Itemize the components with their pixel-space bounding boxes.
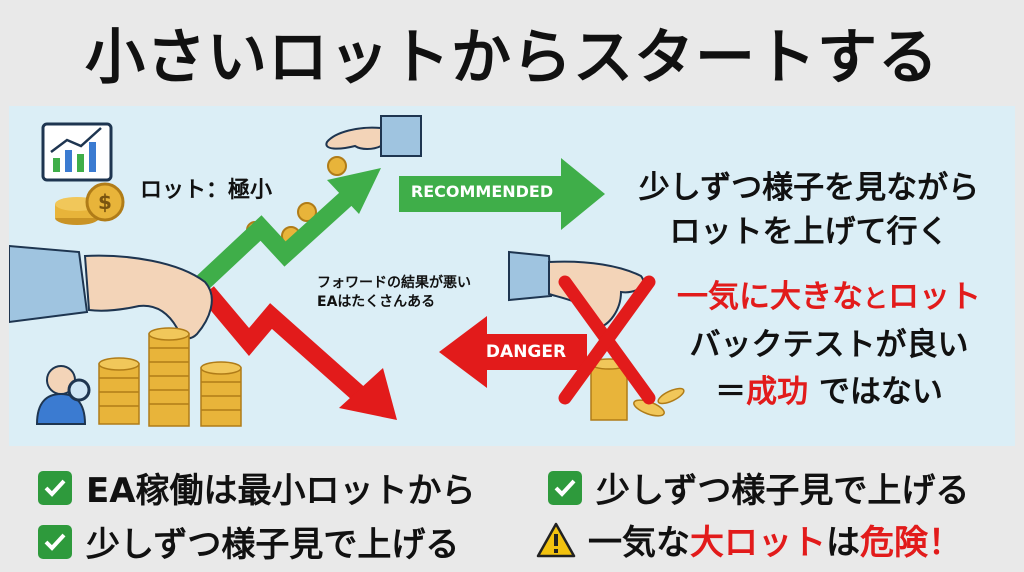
warning-line-3-highlight: 成功 [746,374,809,410]
dollar-coins-icon: $ [55,182,125,225]
forward-result-note: フォワードの結果が悪い EAはたくさんある [317,275,471,310]
warning-description: 一気に大きなとロット バックテストが良い ＝成功 ではない [644,274,1014,416]
hand-dropping-coin-icon [325,115,422,176]
footer-item-danger-part-5: ！ [928,523,962,563]
warning-line-1-part-1: 一気に大きな [676,279,863,315]
recommended-arrow [399,158,605,230]
warning-line-1: 一気に大きなとロット [644,274,1014,322]
check-icon [38,524,72,559]
footer-item-gradual-right-label: 少しずつ様子見で上げる [596,471,970,511]
analyst-icon [35,365,91,425]
green-up-arrow [192,168,381,293]
recommended-line-2: ロットを上げて行く [669,214,949,250]
check-icon [548,470,582,505]
danger-label: DANGER [485,342,567,362]
footer-item-min-lot: EA稼働は最小ロットから [38,463,476,512]
footer-item-danger-part-2: 大ロット [690,523,826,563]
warning-line-1-part-2: と [862,284,888,313]
footer-item-danger-part-3: は [826,523,860,563]
warning-line-3-prefix: ＝ [715,374,747,410]
footer-item-danger-part-1: 一気な [588,523,690,563]
footer-item-min-lot-label: EA稼働は最小ロットから [86,471,476,511]
footer-item-gradual-left-label: 少しずつ様子見で上げる [86,525,460,565]
warning-icon [536,522,576,558]
footer-item-gradual-right: 少しずつ様子見で上げる [548,463,969,512]
warning-line-3-suffix: ではない [808,374,943,410]
footer-item-gradual-left: 少しずつ様子見で上げる [38,517,459,566]
check-icon [38,470,72,505]
coin-stacks-left [98,327,242,427]
failing-hand-icon [508,250,685,421]
chart-icon [41,122,113,182]
illustration-graphic: $ [9,115,685,427]
recommended-description: 少しずつ様子を見ながら ロットを上げて行く [609,166,1009,254]
svg-text:$: $ [98,190,112,214]
illustration-panel: $ [9,106,1015,446]
warning-line-2: バックテストが良い [689,327,969,363]
danger-arrow [439,316,587,388]
warning-line-1-part-3: ロット [888,279,981,315]
footer-item-danger-part-4: 危険 [860,523,928,563]
recommended-line-1: 少しずつ様子を見ながら [638,170,980,206]
page-title: 小さいロットからスタートする [85,22,939,93]
red-down-arrow [200,286,397,420]
lot-size-label: ロット：極小 [140,178,273,203]
footer-item-danger: 一気な大ロットは危険！ [536,515,962,564]
warning-line-3: ＝成功 ではない [644,369,1014,416]
hand-placing-coin-icon [9,244,213,340]
recommended-label: RECOMMENDED [410,182,554,201]
